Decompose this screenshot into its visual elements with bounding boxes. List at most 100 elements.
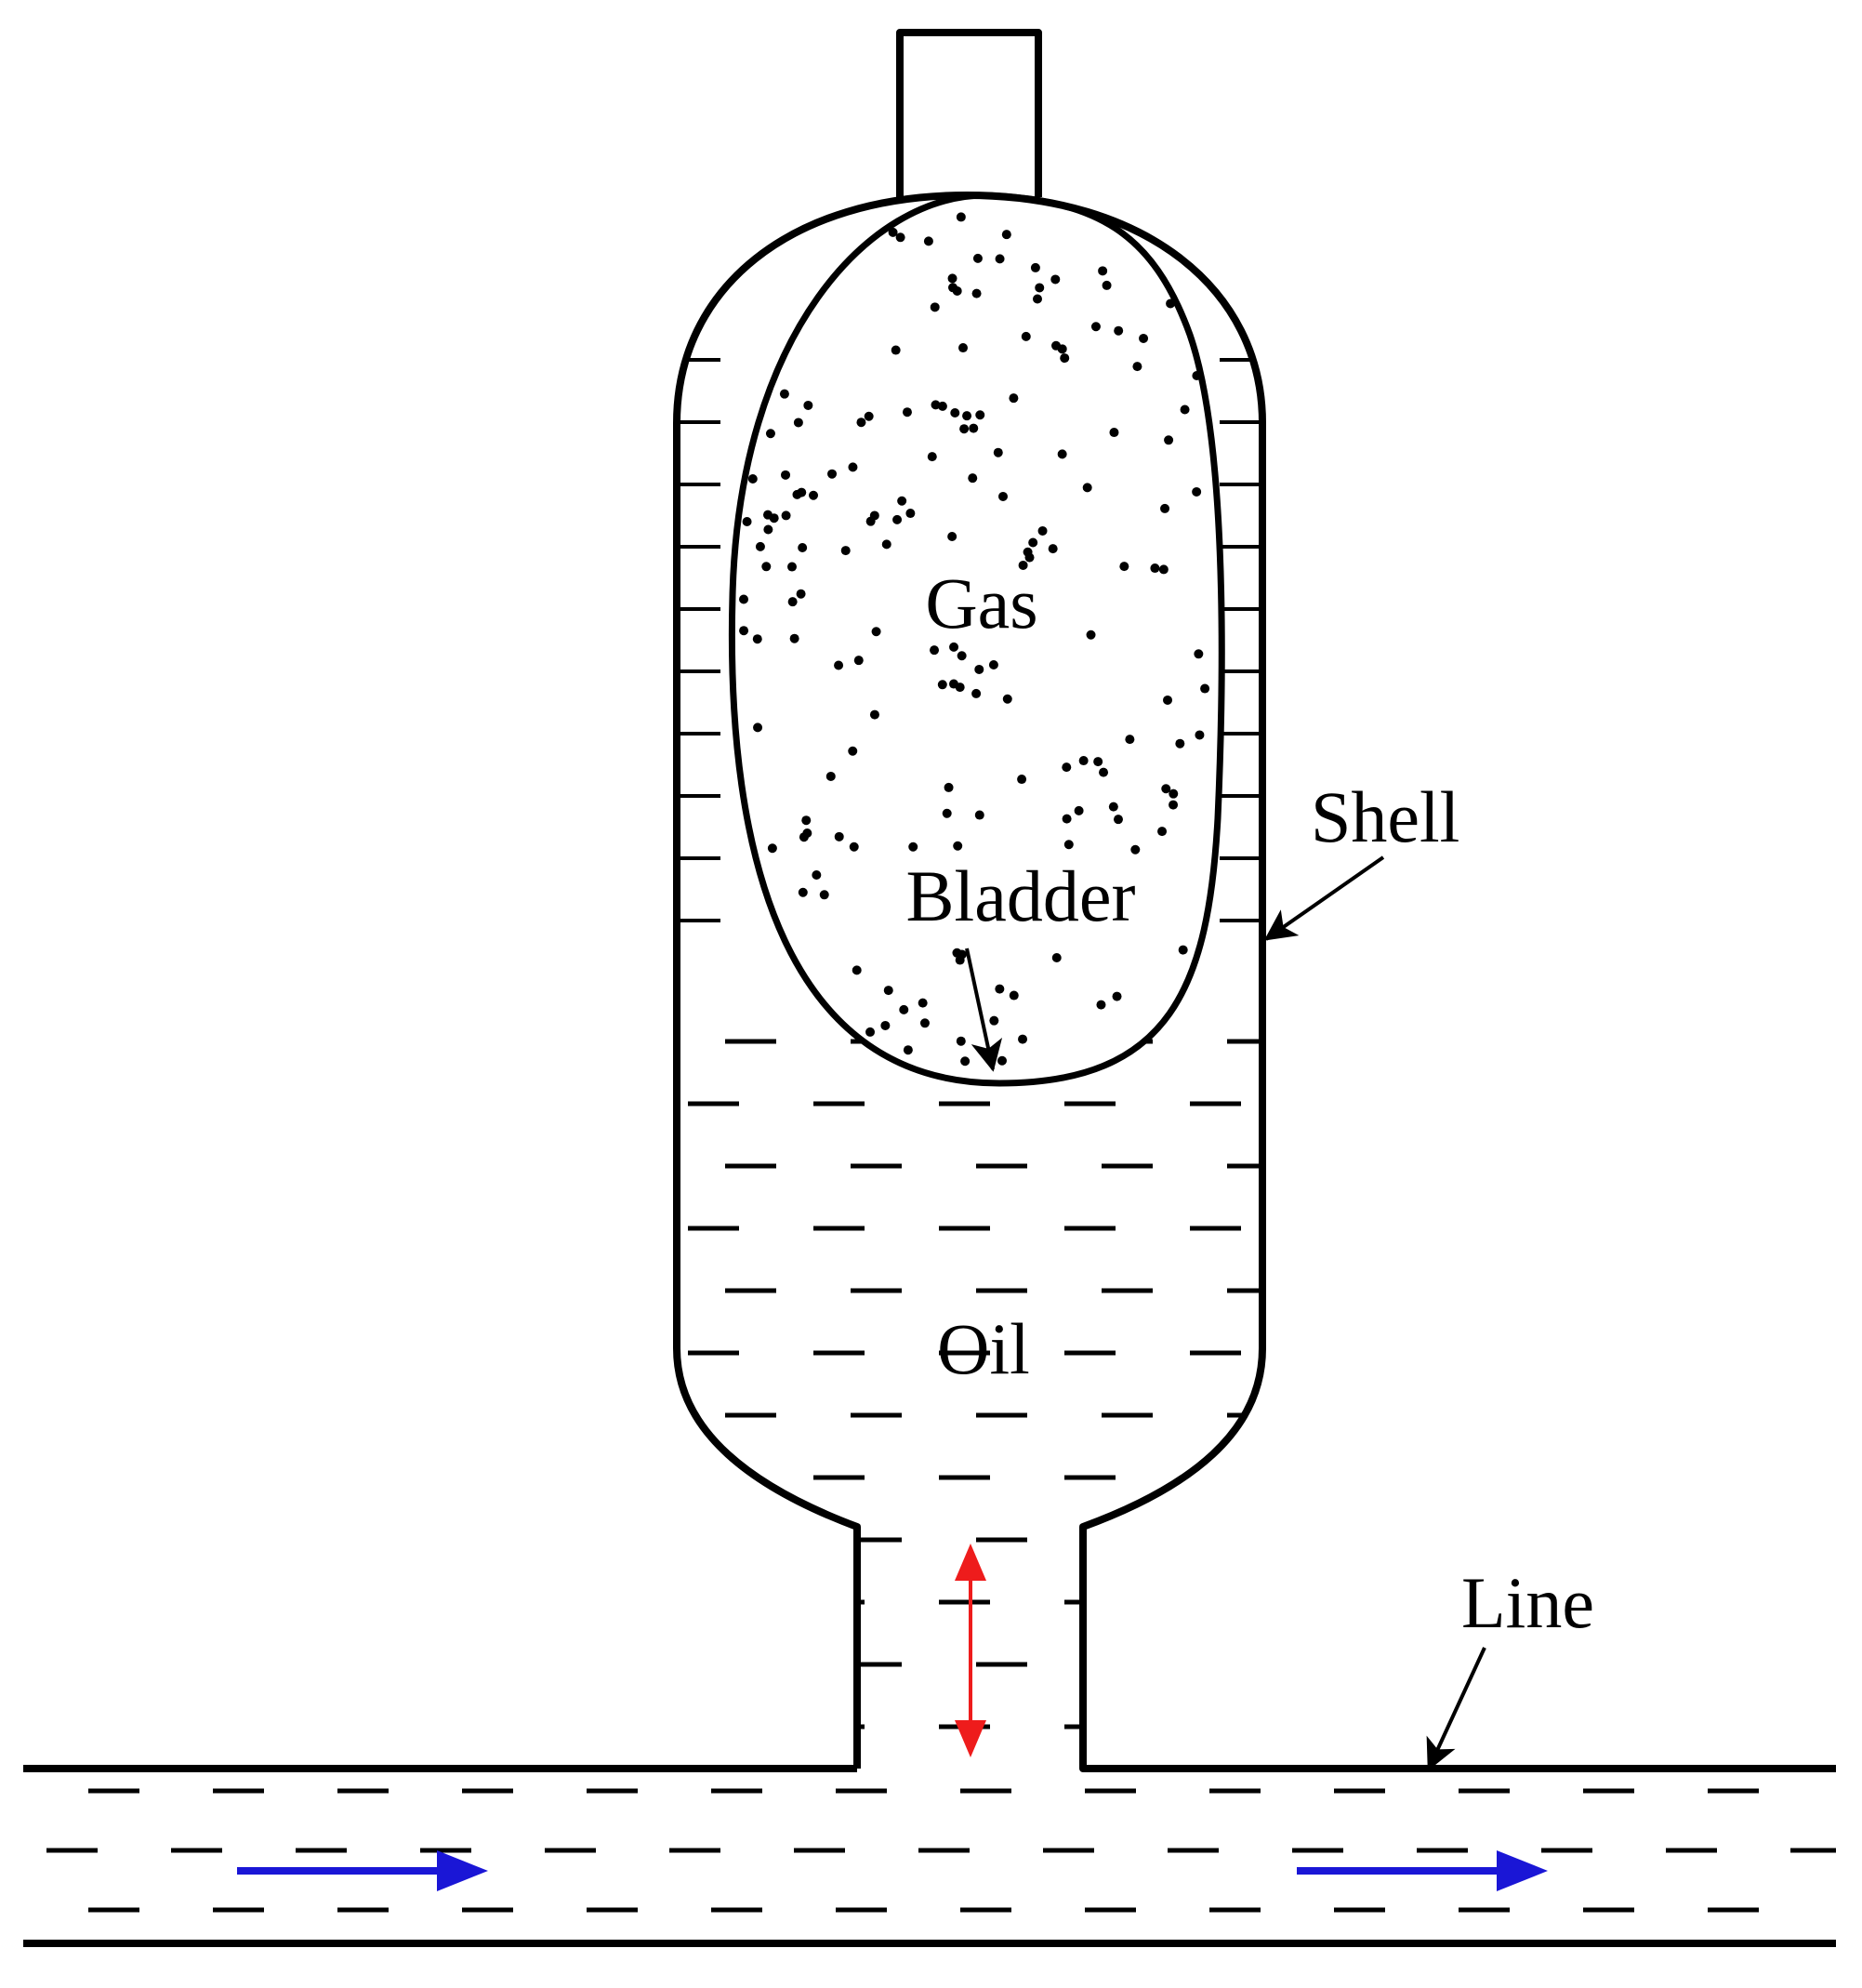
gas-dot <box>930 645 940 656</box>
gas-dot <box>947 273 957 284</box>
gas-dot <box>1113 815 1123 825</box>
gas-dot <box>792 489 802 499</box>
gas-dot <box>949 642 959 652</box>
gas-dot <box>903 1045 913 1055</box>
gas-dot <box>1057 449 1067 459</box>
gas-dot <box>1160 503 1170 513</box>
gas-dot <box>1150 563 1160 574</box>
gas-dot <box>856 417 866 428</box>
gas-dot <box>1078 756 1089 766</box>
gas-valve <box>896 29 1042 197</box>
gas-dot <box>883 986 893 996</box>
gas-dot <box>989 1015 999 1026</box>
gas-dot <box>880 1020 891 1030</box>
gas-dot <box>1112 991 1122 1001</box>
label-oil: Oil <box>937 1308 1030 1389</box>
gas-dot <box>974 664 984 674</box>
line-pointer-arrow <box>1426 1647 1486 1771</box>
gas-dot <box>786 562 797 572</box>
gas-dot <box>944 782 954 792</box>
gas-dot <box>1048 544 1058 554</box>
gas-dot <box>871 627 881 637</box>
gas-dot <box>995 254 1005 264</box>
gas-dot <box>801 815 812 826</box>
gas-dot <box>1178 945 1188 955</box>
gas-dot <box>1017 775 1027 785</box>
gas-dot <box>796 589 806 599</box>
gas-dot <box>892 514 903 524</box>
label-line: Line <box>1461 1562 1594 1643</box>
gas-dot <box>975 410 985 420</box>
gas-dot <box>1192 371 1202 381</box>
gas-dot <box>905 509 916 519</box>
gas-dot <box>1050 274 1061 285</box>
gas-dot <box>956 1036 966 1046</box>
gas-dot <box>895 232 905 243</box>
gas-dot <box>1062 814 1072 824</box>
gas-dot <box>1195 730 1205 740</box>
gas-dot <box>802 828 812 839</box>
gas-dot <box>1161 784 1171 794</box>
gas-dot <box>1130 844 1141 855</box>
gas-dot <box>962 411 972 421</box>
gas-dot <box>937 401 947 411</box>
gas-dot <box>755 541 765 551</box>
gas-dot <box>972 253 983 263</box>
gas-dot <box>1109 428 1119 438</box>
gas-dot <box>881 539 891 550</box>
gas-dot <box>891 345 901 355</box>
gas-dot <box>927 452 937 462</box>
gas-dot <box>988 660 998 670</box>
gas-dot <box>1194 649 1204 659</box>
gas-dot <box>1169 789 1179 799</box>
gas-dot <box>969 423 979 433</box>
gas-dot <box>1108 802 1118 812</box>
gas-dot <box>957 949 967 960</box>
gas-dot <box>1090 322 1101 332</box>
label-bladder: Bladder <box>906 855 1136 936</box>
gas-dot <box>1037 525 1048 536</box>
gas-dot <box>1074 805 1084 815</box>
gas-dot <box>798 887 808 897</box>
gas-dot <box>852 965 862 975</box>
gas-dot <box>1119 562 1129 572</box>
gas-dot <box>930 302 940 312</box>
gas-dot <box>1114 325 1124 336</box>
gas-dot <box>803 400 813 410</box>
gas-dot <box>957 343 968 353</box>
gas-dot <box>971 288 982 298</box>
gas-dot <box>960 1056 971 1067</box>
gas-dot <box>1023 547 1033 557</box>
gas-dot <box>959 424 970 434</box>
gas-dot <box>762 510 773 520</box>
gas-dot <box>1139 333 1149 343</box>
gas-dot <box>950 407 960 417</box>
gas-dot <box>793 417 803 428</box>
gas-dot <box>1132 362 1142 372</box>
gas-dot <box>948 679 958 689</box>
gas-dot <box>1175 738 1185 749</box>
gas-dot <box>1082 483 1092 493</box>
gas-dot <box>834 831 844 842</box>
gas-dot <box>753 722 763 733</box>
gas-dot <box>1001 230 1011 240</box>
label-shell: Shell <box>1311 776 1459 857</box>
gas-dot <box>798 543 808 553</box>
gas-dot <box>767 843 777 854</box>
gas-dot <box>1164 435 1174 445</box>
gas-dot <box>1009 990 1019 1001</box>
gas-dot <box>840 546 851 556</box>
gas-dot <box>1166 298 1176 309</box>
gas-dot <box>1163 695 1173 705</box>
label-gas: Gas <box>925 563 1037 643</box>
gas-dot <box>1063 840 1074 850</box>
gas-dot <box>899 1004 909 1014</box>
gas-dot <box>953 841 963 851</box>
gas-dot <box>1018 1034 1028 1044</box>
gas-dot <box>923 236 933 246</box>
gas-dot <box>942 808 952 818</box>
gas-dot <box>947 532 957 542</box>
gas-dot <box>765 429 775 439</box>
line-oil-fill <box>46 1788 1836 1913</box>
gas-dot <box>853 656 864 666</box>
